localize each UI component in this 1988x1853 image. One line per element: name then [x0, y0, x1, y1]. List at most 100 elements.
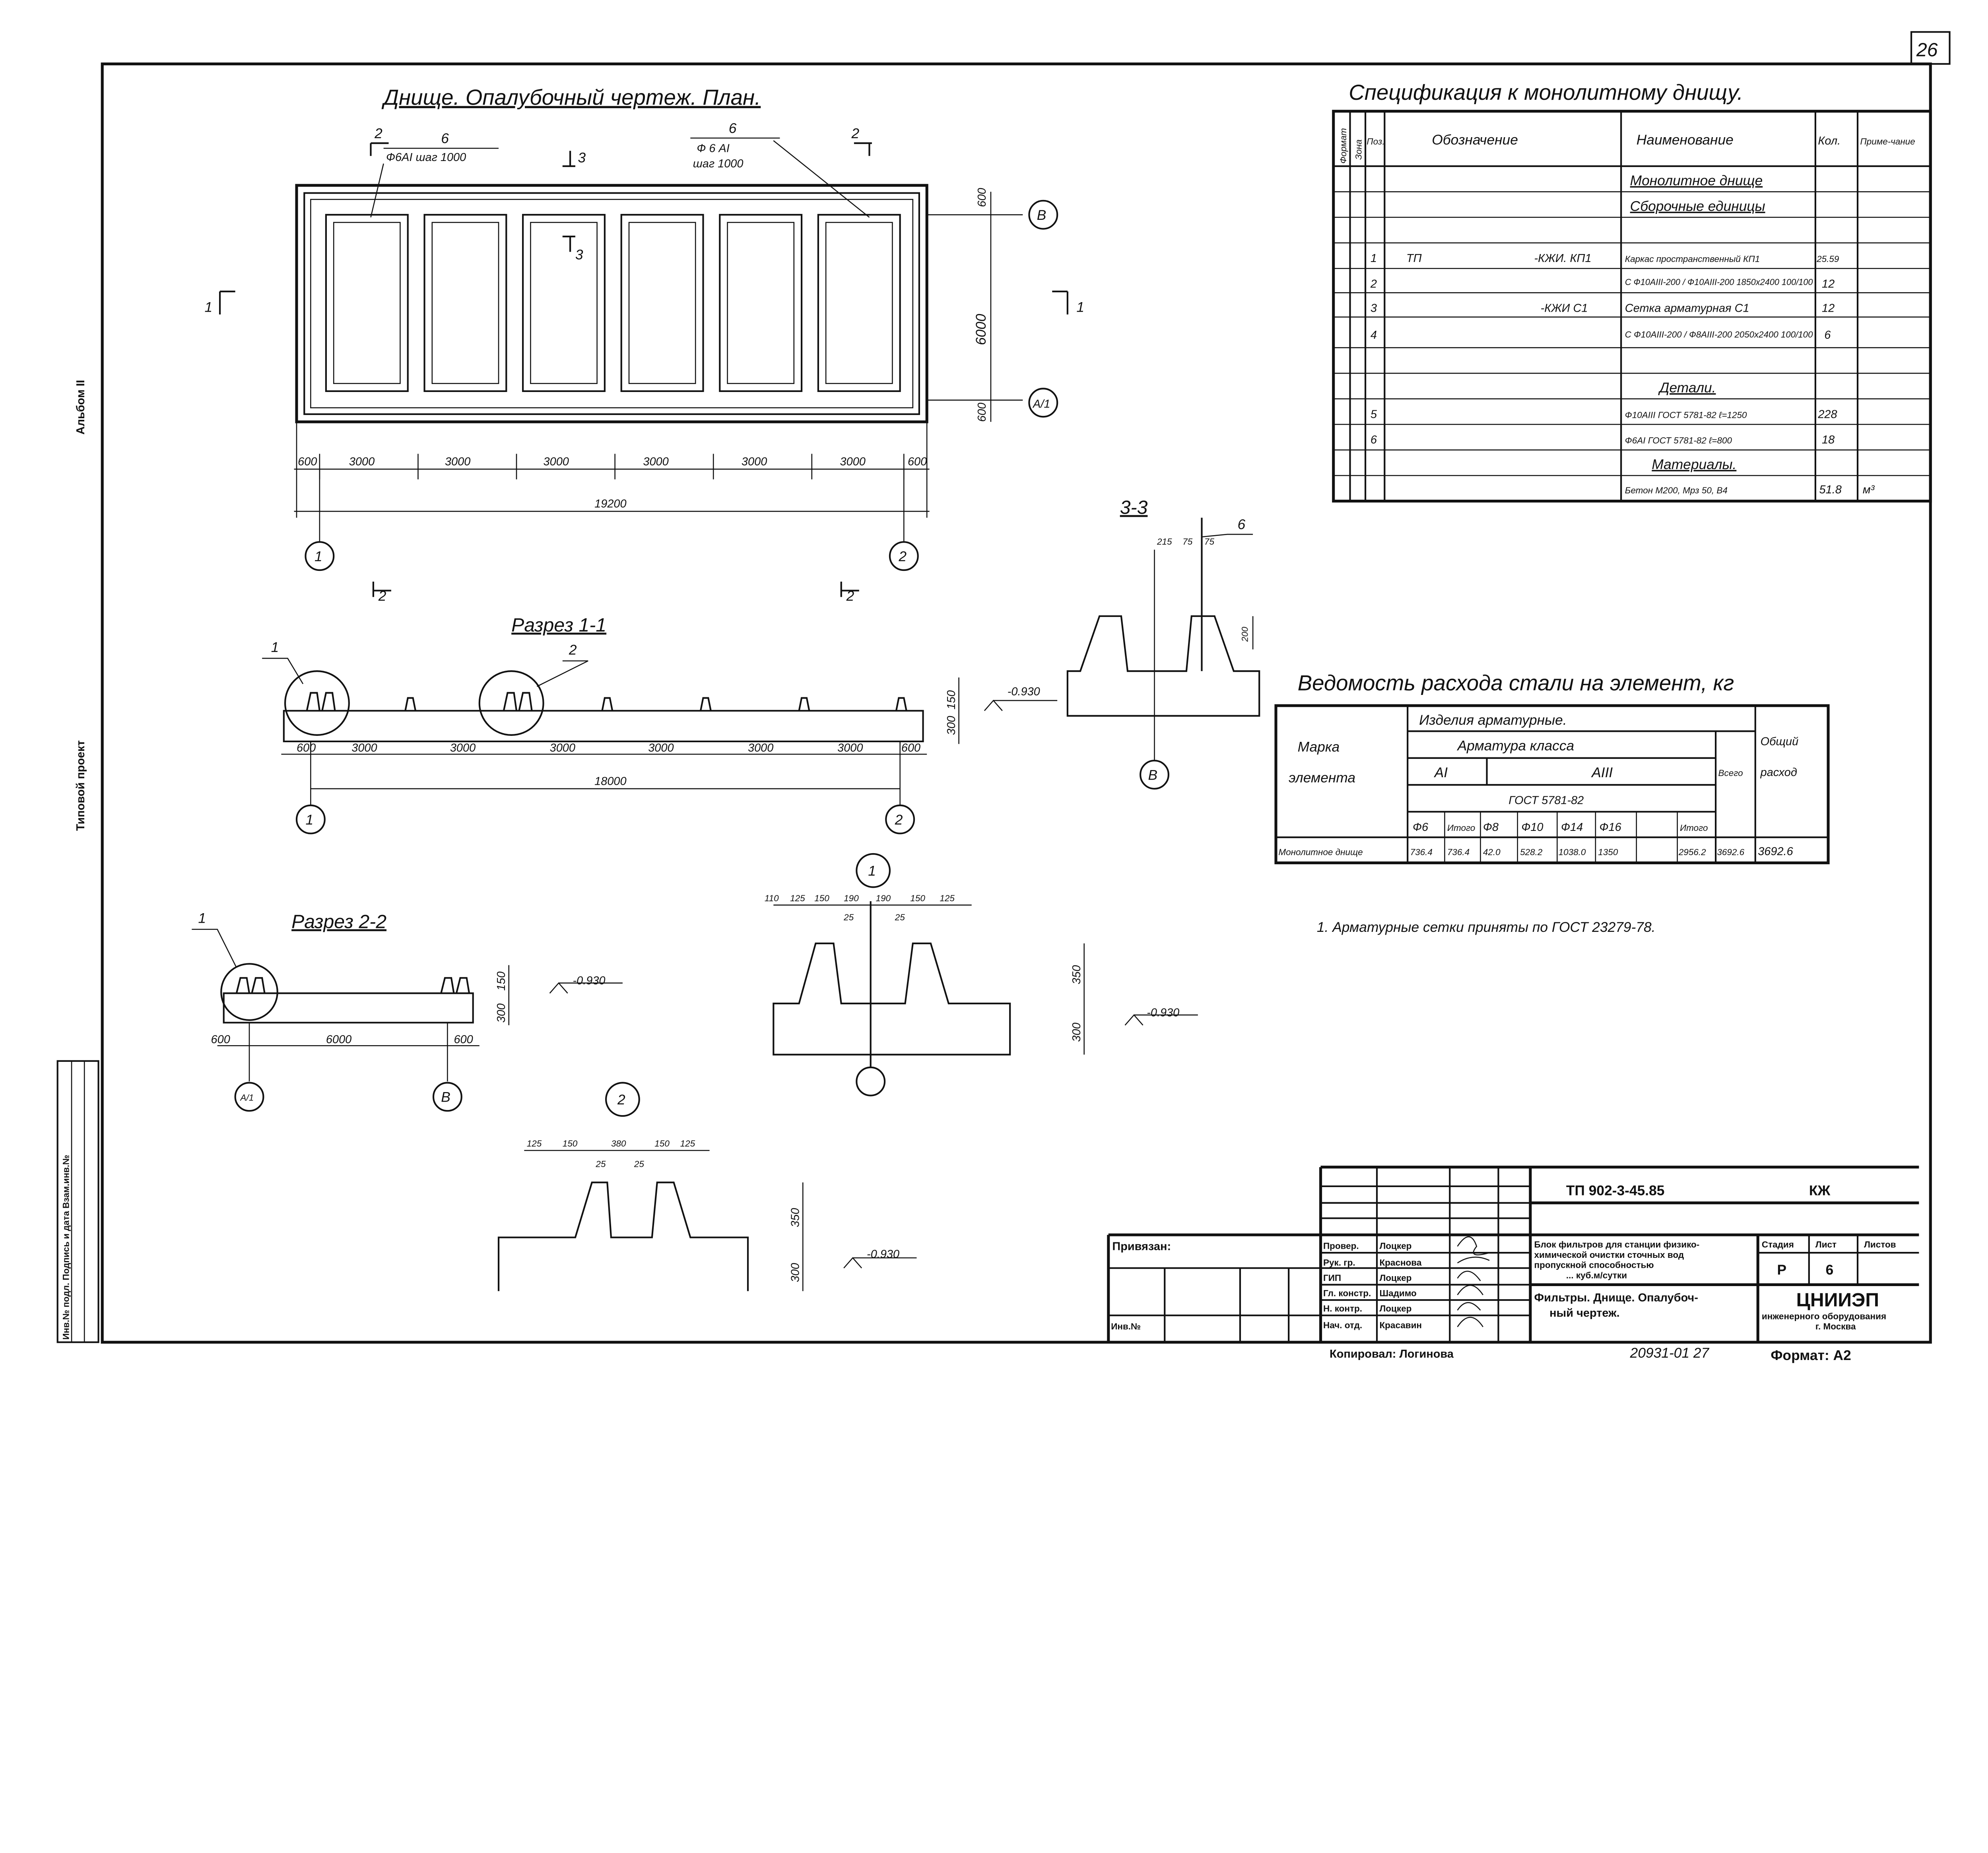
stage-value: Р [1777, 1262, 1786, 1278]
axis-marker-2 [889, 541, 919, 571]
dim-label: 600 [976, 403, 988, 422]
dim-label: 300 [789, 1263, 802, 1282]
spec-cell: ТП [1406, 252, 1422, 265]
person-role: Провер. [1323, 1241, 1359, 1251]
spec-cell: -КЖИ С1 [1541, 302, 1588, 315]
steel-cell: Монолитное днище [1278, 847, 1363, 857]
sheet-frame [101, 62, 1932, 1344]
spec-title: Спецификация к монолитному днищу. [1349, 80, 1743, 105]
person-name: Красавин [1379, 1320, 1422, 1330]
axis-label: А/1 [240, 1092, 254, 1102]
steel-header: Всего [1718, 768, 1743, 778]
person-role: Гл. констр. [1323, 1288, 1371, 1298]
dim-label: 350 [789, 1208, 802, 1227]
section-1-1-title: Разрез 1-1 [511, 614, 606, 636]
sheets-header: Листов [1864, 1240, 1896, 1250]
dim-label: 3000 [837, 742, 863, 755]
callout: 1 [198, 911, 206, 926]
section-2-2: Разрез 2-2 1 600 6000 600 А/1 В 300 150 … [192, 911, 623, 1112]
dim-label: 380 [611, 1139, 626, 1149]
steel-cell: 42.0 [1483, 847, 1501, 857]
spec-cell: 4 [1371, 329, 1377, 341]
dim-label: 75 [1182, 537, 1193, 547]
steel-header: АIII [1591, 765, 1613, 780]
axis-label: В [1037, 208, 1046, 223]
axis-label: 1 [315, 549, 322, 565]
dim-label: 3000 [351, 742, 377, 755]
spec-cell: 18 [1822, 434, 1835, 446]
project-label: Типовой проект [74, 740, 87, 831]
section-3-3-title: 3-3 [1120, 497, 1148, 518]
project-desc: ... куб.м/сутки [1566, 1270, 1627, 1280]
steel-header: Изделия арматурные. [1419, 712, 1567, 728]
sheet-number-box [1910, 31, 1951, 65]
section-mark: 2 [851, 126, 859, 141]
steel-col: Ф10 [1521, 821, 1543, 834]
steel-cell: 736.4 [1447, 847, 1470, 857]
album-label: Альбом II [74, 380, 87, 435]
order-number: 20931-01 27 [1630, 1345, 1710, 1361]
dim-label: 25 [843, 912, 854, 922]
dim-label: 3000 [550, 742, 575, 755]
axis-marker-a1 [1028, 388, 1058, 418]
title-block: ТП 902-3-45.85 КЖ Привязан: Инв.№ Провер… [1107, 1166, 1919, 1363]
spec-cell: 51.8 [1819, 483, 1842, 496]
rebar-right-spec: Ф 6 АI [697, 142, 729, 155]
person-role: Нач. отд. [1323, 1320, 1362, 1330]
dim-label: 3000 [349, 455, 375, 468]
dim-label: 300 [495, 1003, 508, 1023]
spec-cell: Детали. [1658, 380, 1716, 396]
dim-label: 600 [298, 455, 317, 468]
dim-label: 300 [945, 716, 958, 735]
inv-label: Инв.№ [1111, 1321, 1141, 1331]
section-2-2-title: Разрез 2-2 [291, 911, 386, 932]
section-mark: 2 [846, 588, 854, 604]
project-desc: Блок фильтров для станции физико- [1534, 1240, 1700, 1250]
spec-header: Кол. [1818, 134, 1840, 147]
org-name: ЦНИИЭП [1796, 1289, 1879, 1311]
rebar-left-spec: Ф6АI шаг 1000 [386, 151, 466, 164]
spec-cell: 228 [1817, 408, 1837, 421]
project-desc: пропускной способностью [1534, 1260, 1654, 1270]
person-role: Рук. гр. [1323, 1257, 1355, 1267]
dim-label: 600 [901, 742, 920, 755]
level-mark: -0.930 [1147, 1006, 1179, 1019]
plan-panels [325, 214, 901, 392]
steel-consumption-table: Ведомость расхода стали на элемент, кг М… [1274, 671, 1830, 864]
detail-label: 2 [617, 1092, 625, 1108]
side-stamp-text: Инв.№ подл. Подпись и дата Взам.инв.№ [61, 1155, 71, 1340]
spec-header: Приме-чание [1860, 136, 1915, 146]
detail-2: 2 125 150 380 150 125 25 25 350 300 -0.9… [497, 1082, 917, 1291]
bound-label: Привязан: [1112, 1240, 1171, 1253]
dim-label: 3000 [748, 742, 773, 755]
person-name: Лоцкер [1379, 1273, 1411, 1283]
dim-label: 3000 [450, 742, 476, 755]
spec-cell: 2 [1370, 277, 1377, 290]
axis-marker-b [1028, 200, 1058, 230]
drawing-name: ный чертеж. [1549, 1307, 1620, 1319]
callout: 1 [271, 640, 279, 655]
dim-label: 25 [895, 912, 905, 922]
dim-label: 150 [654, 1139, 670, 1149]
org-sub: инженерного оборудования [1762, 1311, 1886, 1321]
org-sub: г. Москва [1815, 1321, 1856, 1331]
dim-label: 3000 [840, 455, 866, 468]
spec-cell: 5 [1371, 408, 1377, 421]
spec-cell: 6 [1371, 434, 1377, 446]
spec-header: Наименование [1637, 132, 1734, 147]
dim-label: 25 [595, 1159, 606, 1169]
steel-header: Общий [1761, 735, 1799, 748]
spec-cell: м³ [1863, 483, 1875, 496]
dim-label: 150 [910, 893, 925, 903]
dim-total: 19200 [594, 498, 626, 510]
steel-cell: 736.4 [1410, 847, 1433, 857]
plan-title: Днище. Опалубочный чертеж. План. [381, 85, 761, 110]
dim-label: 600 [211, 1033, 230, 1046]
dim-label: 600 [976, 188, 988, 207]
dim-label: 125 [790, 893, 805, 903]
dim-label: 125 [527, 1139, 542, 1149]
section-mark: 3 [575, 247, 583, 263]
sheet-format: Формат: А2 [1771, 1348, 1851, 1363]
steel-col: Ф6 [1413, 821, 1429, 834]
section-mark: 1 [204, 300, 212, 315]
